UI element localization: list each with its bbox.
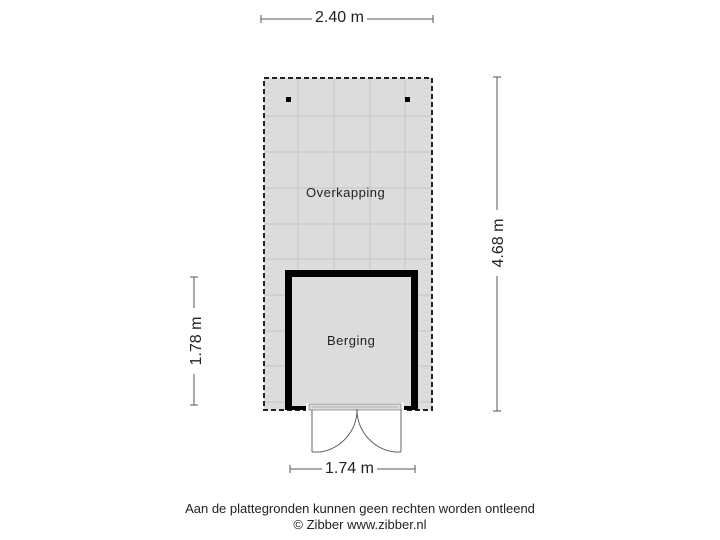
post-right [405,97,410,102]
overkapping-outline [263,77,433,411]
post-left [286,97,291,102]
footer-disclaimer: Aan de plattegronden kunnen geen rechten… [185,501,535,516]
dimension-right-height: 4.68 m [490,210,508,276]
dimension-left-height: 1.78 m [188,308,206,374]
tile-grid [264,78,432,403]
dimension-top-width: 2.40 m [312,9,367,27]
berging-floor [292,277,411,406]
room-label-berging: Berging [327,333,376,348]
dimension-bottom-width: 1.74 m [322,460,377,478]
footer-copyright: © Zibber www.zibber.nl [293,517,427,532]
room-label-overkapping: Overkapping [306,185,386,200]
double-door [311,408,402,453]
